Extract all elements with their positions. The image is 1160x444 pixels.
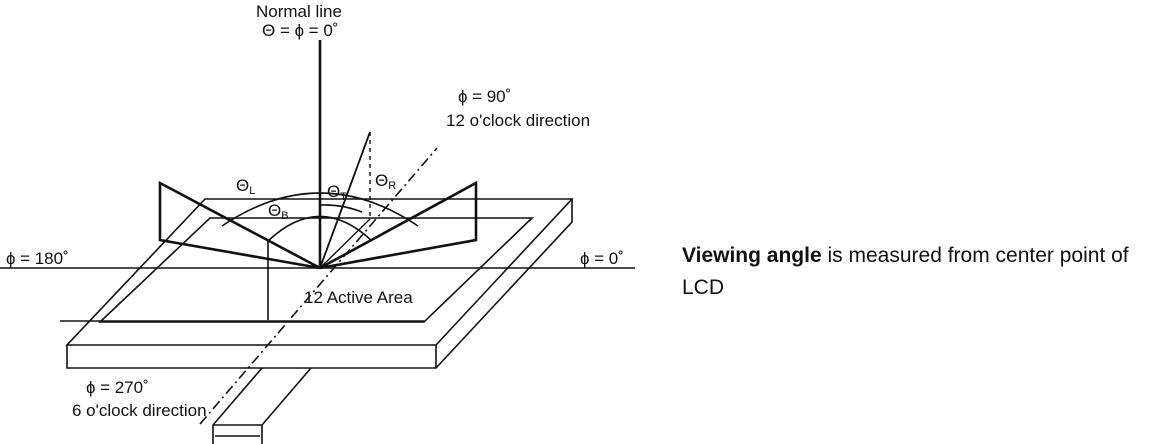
theta-t-label: ΘT bbox=[327, 182, 347, 203]
theta-r-label: ΘR bbox=[375, 171, 396, 192]
caption-bold: Viewing angle bbox=[682, 244, 822, 267]
left-view-triangle bbox=[158, 180, 321, 270]
theta-l-r-arc bbox=[221, 192, 419, 227]
normal-line-label: Normal line bbox=[256, 2, 342, 21]
projection-line bbox=[319, 218, 371, 269]
caption-rest: is measured from center point of LCD bbox=[682, 244, 1129, 299]
twelve-oclock-label: 12 o'clock direction bbox=[446, 111, 590, 130]
theta-t-arc bbox=[319, 204, 363, 213]
six-oclock-label: 6 o'clock direction bbox=[72, 401, 207, 420]
flex-cable bbox=[212, 367, 312, 444]
right-view-triangle bbox=[319, 180, 478, 270]
panel-thickness bbox=[66, 199, 573, 369]
theta-l-label: ΘL bbox=[236, 176, 255, 197]
phi-270-90-axis bbox=[199, 147, 438, 425]
theta-b-arc bbox=[267, 215, 373, 242]
phi-0-label: ɸ = 0˚ bbox=[580, 249, 624, 268]
phi-90-label: ɸ = 90˚ bbox=[458, 87, 511, 106]
active-area-outline bbox=[97, 217, 534, 323]
active-area-label: 12 Active Area bbox=[304, 288, 413, 307]
theta-phi-zero-label: Θ = ɸ = 0˚ bbox=[262, 21, 338, 40]
phi-270-label: ɸ = 270˚ bbox=[86, 378, 149, 397]
viewing-angle-caption: Viewing angle is measured from center po… bbox=[682, 240, 1152, 304]
phi-180-label: ɸ = 180˚ bbox=[6, 249, 69, 268]
view-vector-to-base bbox=[319, 131, 371, 269]
theta-b-label: ΘB bbox=[268, 201, 289, 222]
